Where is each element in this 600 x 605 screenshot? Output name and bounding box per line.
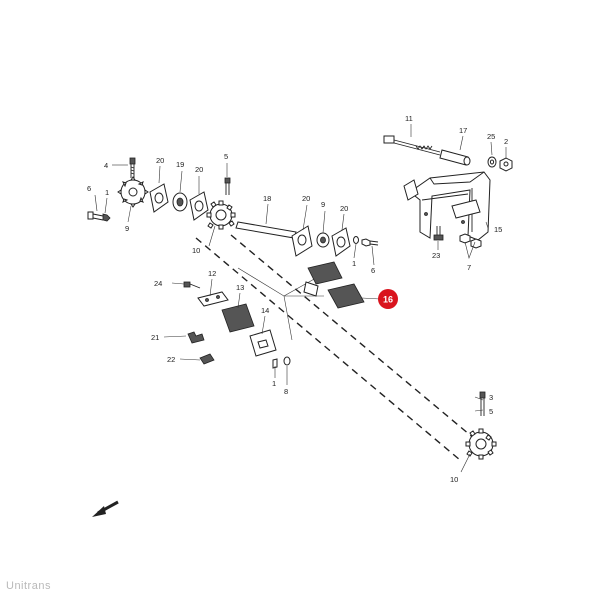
block-16a [307,261,343,285]
dashed-guide-line-lower [195,237,461,461]
label-4: 4 [104,161,108,170]
plate-13 [221,303,255,333]
shaft-18-assembly [235,221,379,257]
label-1-bottom: 1 [272,379,276,388]
direction-arrow-icon [92,500,119,517]
label-22: 22 [167,355,175,364]
highlight-circle [378,289,398,309]
nut-7a [459,233,471,244]
sprocket-10-right [465,391,497,460]
label-6-left: 6 [87,184,91,193]
label-20-d: 20 [340,204,348,213]
label-20-c: 20 [302,194,310,203]
label-20-b: 20 [195,165,203,174]
sprocket-9 [117,176,149,208]
label-10-left: 10 [192,246,200,255]
label-5-right: 5 [489,407,493,416]
label-5-top: 5 [224,152,228,161]
label-23: 23 [432,251,440,260]
label-2: 2 [504,137,508,146]
label-1-right: 1 [352,259,356,268]
highlight-callout-16: 16 [378,289,398,309]
shaft-18 [235,221,297,239]
screw-23 [433,234,444,241]
label-25: 25 [487,132,495,141]
label-17: 17 [459,126,467,135]
label-7: 7 [467,263,471,272]
label-19: 19 [176,160,184,169]
label-9: 9 [125,224,129,233]
bolt-head [383,135,395,144]
label-11: 11 [405,114,413,123]
watermark: Unitrans [6,580,51,592]
tensioner-parts [183,261,365,369]
label-13: 13 [236,283,244,292]
label-6-right: 6 [371,266,375,275]
callout-labels: 11 17 25 2 15 23 7 4 6 1 9 20 19 20 5 10… [87,114,508,484]
label-1-left: 1 [105,188,109,197]
label-8: 8 [284,387,288,396]
label-14: 14 [261,306,269,315]
label-24: 24 [154,279,162,288]
label-9-right: 9 [321,200,325,209]
label-15: 15 [494,225,502,234]
label-12: 12 [208,269,216,278]
label-16: 16 [383,295,393,305]
bracket-assembly [383,135,513,249]
label-20-a: 20 [156,156,164,165]
sprocket-10-left [206,200,236,230]
shaft-assembly-left [87,157,236,230]
label-21: 21 [151,333,159,342]
plate-12 [197,291,229,307]
label-10-right: 10 [450,475,458,484]
callout-leaders [94,124,507,473]
dashed-guide-line-upper [230,234,483,446]
label-18: 18 [263,194,271,203]
nut-7b [470,238,482,249]
label-3: 3 [489,393,493,402]
block-16b [327,283,365,309]
